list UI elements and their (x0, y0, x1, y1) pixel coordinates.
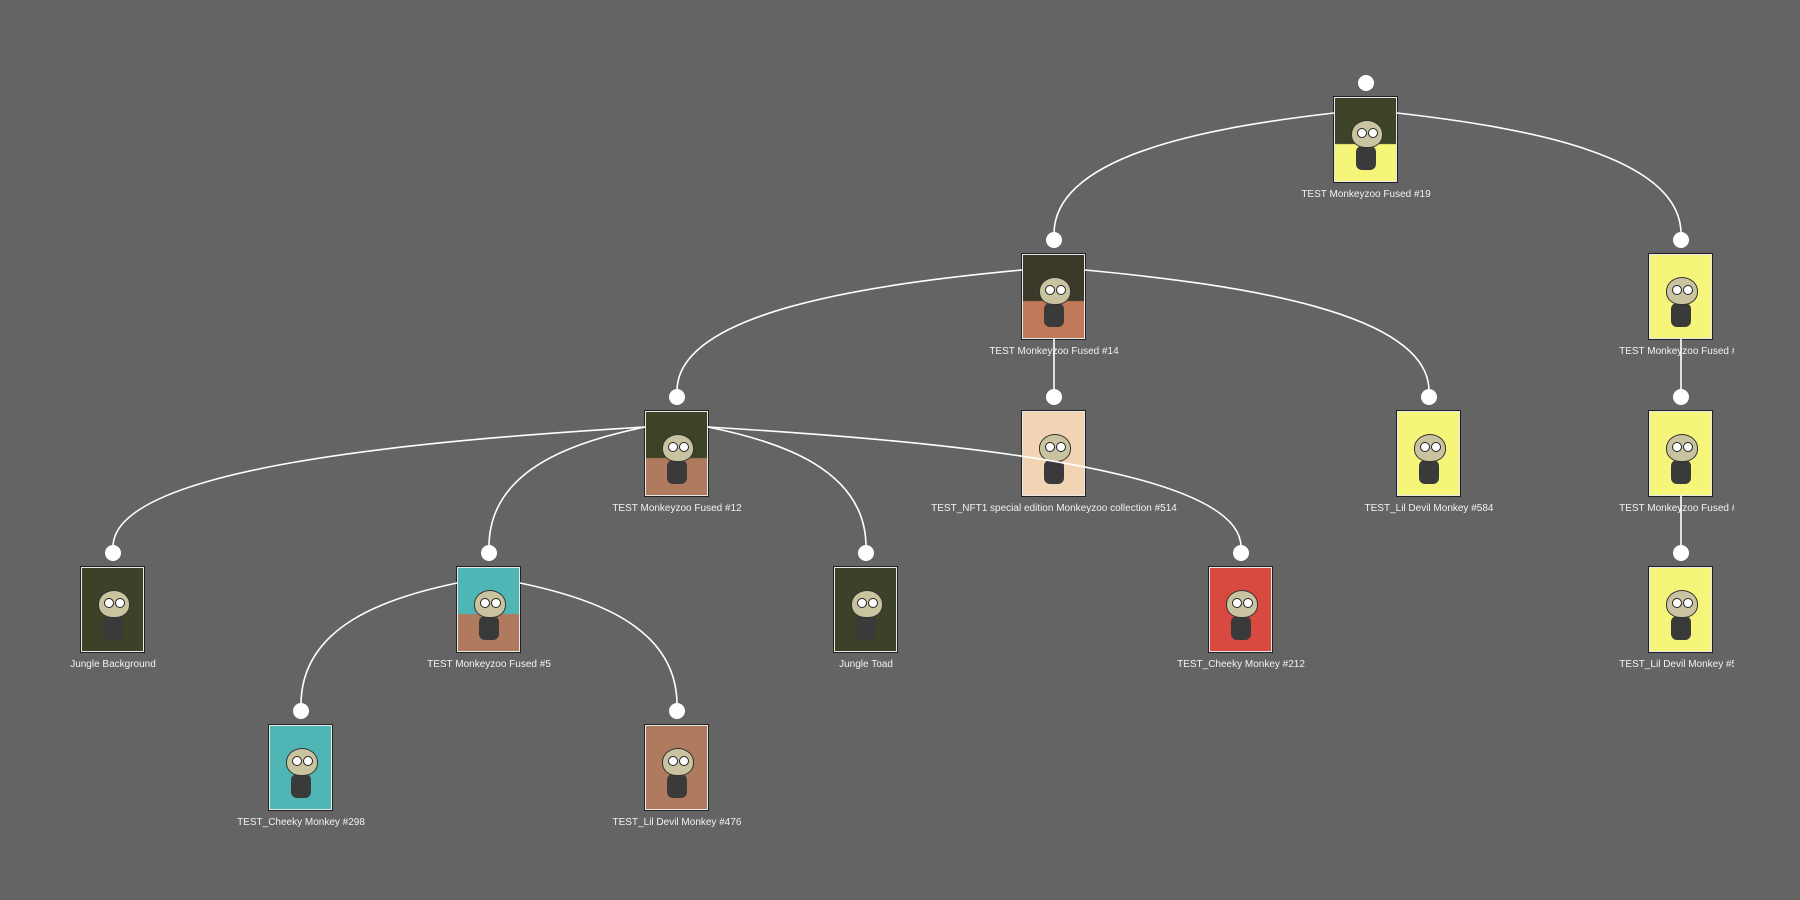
eye-graphic (857, 598, 867, 608)
connector-handle[interactable] (1421, 389, 1437, 405)
monkey-body-graphic (1044, 303, 1064, 327)
monkey-body-graphic (1231, 616, 1251, 640)
eye-graphic (1056, 442, 1066, 452)
nft-thumbnail[interactable] (644, 724, 709, 811)
eye-graphic (679, 442, 689, 452)
eye-graphic (1243, 598, 1253, 608)
node-label: TEST_Cheeky Monkey #212 (1177, 659, 1305, 670)
connector-handle[interactable] (858, 545, 874, 561)
monkey-face-graphic (1039, 434, 1071, 462)
eye-graphic (1683, 442, 1693, 452)
monkey-body-graphic (1419, 460, 1439, 484)
eye-graphic (1672, 442, 1682, 452)
eye-graphic (1368, 128, 1378, 138)
nft-thumbnail[interactable] (1021, 410, 1086, 497)
node-label: TEST Monkeyzoo Fused #14 (989, 346, 1119, 357)
eye-graphic (679, 756, 689, 766)
monkey-face-graphic (1351, 120, 1383, 148)
monkey-body-graphic (667, 460, 687, 484)
node-label: TEST Monkeyzoo Fused #2 (1619, 503, 1734, 514)
nft-thumbnail[interactable] (644, 410, 709, 497)
nft-thumbnail[interactable] (268, 724, 333, 811)
node-label: TEST Monkeyzoo Fused #19 (1301, 189, 1431, 200)
nft-thumbnail[interactable] (833, 566, 898, 653)
eye-graphic (303, 756, 313, 766)
monkey-body-graphic (1671, 616, 1691, 640)
monkey-body-graphic (291, 774, 311, 798)
monkey-face-graphic (662, 434, 694, 462)
monkey-face-graphic (1666, 277, 1698, 305)
monkey-body-graphic (856, 616, 876, 640)
monkey-body-graphic (667, 774, 687, 798)
eye-graphic (1431, 442, 1441, 452)
monkey-face-graphic (1414, 434, 1446, 462)
eye-graphic (1683, 285, 1693, 295)
connector-handle[interactable] (481, 545, 497, 561)
connector-handle[interactable] (105, 545, 121, 561)
monkey-body-graphic (1671, 460, 1691, 484)
monkey-face-graphic (98, 590, 130, 618)
node-label: Jungle Toad (839, 659, 893, 670)
connector-handle[interactable] (1046, 389, 1062, 405)
monkey-body-graphic (1671, 303, 1691, 327)
connector-handle[interactable] (669, 389, 685, 405)
node-label: TEST_Lil Devil Monkey #476 (612, 817, 742, 828)
eye-graphic (1672, 598, 1682, 608)
nft-thumbnail[interactable] (1208, 566, 1273, 653)
connector-handle[interactable] (293, 703, 309, 719)
eye-graphic (1683, 598, 1693, 608)
monkey-body-graphic (479, 616, 499, 640)
monkey-face-graphic (662, 748, 694, 776)
connector-handle[interactable] (1673, 389, 1689, 405)
monkey-face-graphic (286, 748, 318, 776)
nft-thumbnail[interactable] (1648, 566, 1713, 653)
monkey-body-graphic (1044, 460, 1064, 484)
eye-graphic (115, 598, 125, 608)
connector-handle[interactable] (1673, 232, 1689, 248)
eye-graphic (104, 598, 114, 608)
node-label: TEST_Lil Devil Monkey #58 (1619, 659, 1734, 670)
eye-graphic (868, 598, 878, 608)
connector-handle[interactable] (1673, 545, 1689, 561)
eye-graphic (1056, 285, 1066, 295)
node-label: TEST_Cheeky Monkey #298 (237, 817, 365, 828)
eye-graphic (292, 756, 302, 766)
nft-thumbnail[interactable] (1396, 410, 1461, 497)
connector-handle[interactable] (669, 703, 685, 719)
eye-graphic (1045, 442, 1055, 452)
node-label: TEST Monkeyzoo Fused #5 (427, 659, 551, 670)
monkey-face-graphic (474, 590, 506, 618)
eye-graphic (1672, 285, 1682, 295)
monkey-face-graphic (1039, 277, 1071, 305)
monkey-body-graphic (1356, 146, 1376, 170)
monkey-face-graphic (851, 590, 883, 618)
eye-graphic (1420, 442, 1430, 452)
node-label: TEST Monkeyzoo Fused #12 (612, 503, 742, 514)
connector-handle[interactable] (1046, 232, 1062, 248)
connector-handle[interactable] (1358, 75, 1374, 91)
monkey-body-graphic (103, 616, 123, 640)
eye-graphic (1045, 285, 1055, 295)
nft-thumbnail[interactable] (456, 566, 521, 653)
eye-graphic (480, 598, 490, 608)
node-label: TEST_Lil Devil Monkey #584 (1364, 503, 1494, 514)
node-label: Jungle Background (70, 659, 156, 670)
connector-handle[interactable] (1233, 545, 1249, 561)
node-label: TEST Monkeyzoo Fused #1 (1619, 346, 1734, 357)
monkey-face-graphic (1226, 590, 1258, 618)
eye-graphic (668, 442, 678, 452)
nft-thumbnail[interactable] (1648, 410, 1713, 497)
eye-graphic (1232, 598, 1242, 608)
nft-thumbnail[interactable] (80, 566, 145, 653)
node-label: TEST_NFT1 special edition Monkeyzoo coll… (931, 503, 1177, 514)
monkey-face-graphic (1666, 590, 1698, 618)
eye-graphic (1357, 128, 1367, 138)
monkey-face-graphic (1666, 434, 1698, 462)
eye-graphic (491, 598, 501, 608)
nft-thumbnail[interactable] (1021, 253, 1086, 340)
nft-thumbnail[interactable] (1333, 96, 1398, 183)
eye-graphic (668, 756, 678, 766)
nft-thumbnail[interactable] (1648, 253, 1713, 340)
